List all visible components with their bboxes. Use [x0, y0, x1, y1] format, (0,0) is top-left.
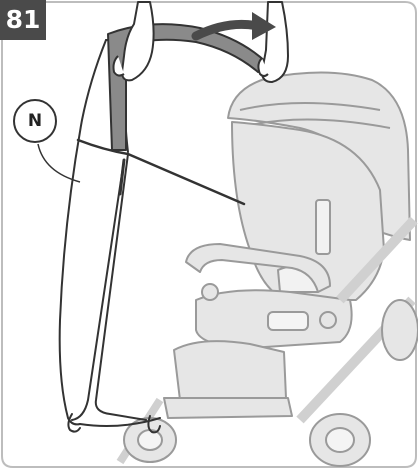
part-label-n: N [13, 99, 57, 143]
stroller-drawing [120, 72, 418, 466]
step-number-badge: 81 [0, 0, 46, 40]
